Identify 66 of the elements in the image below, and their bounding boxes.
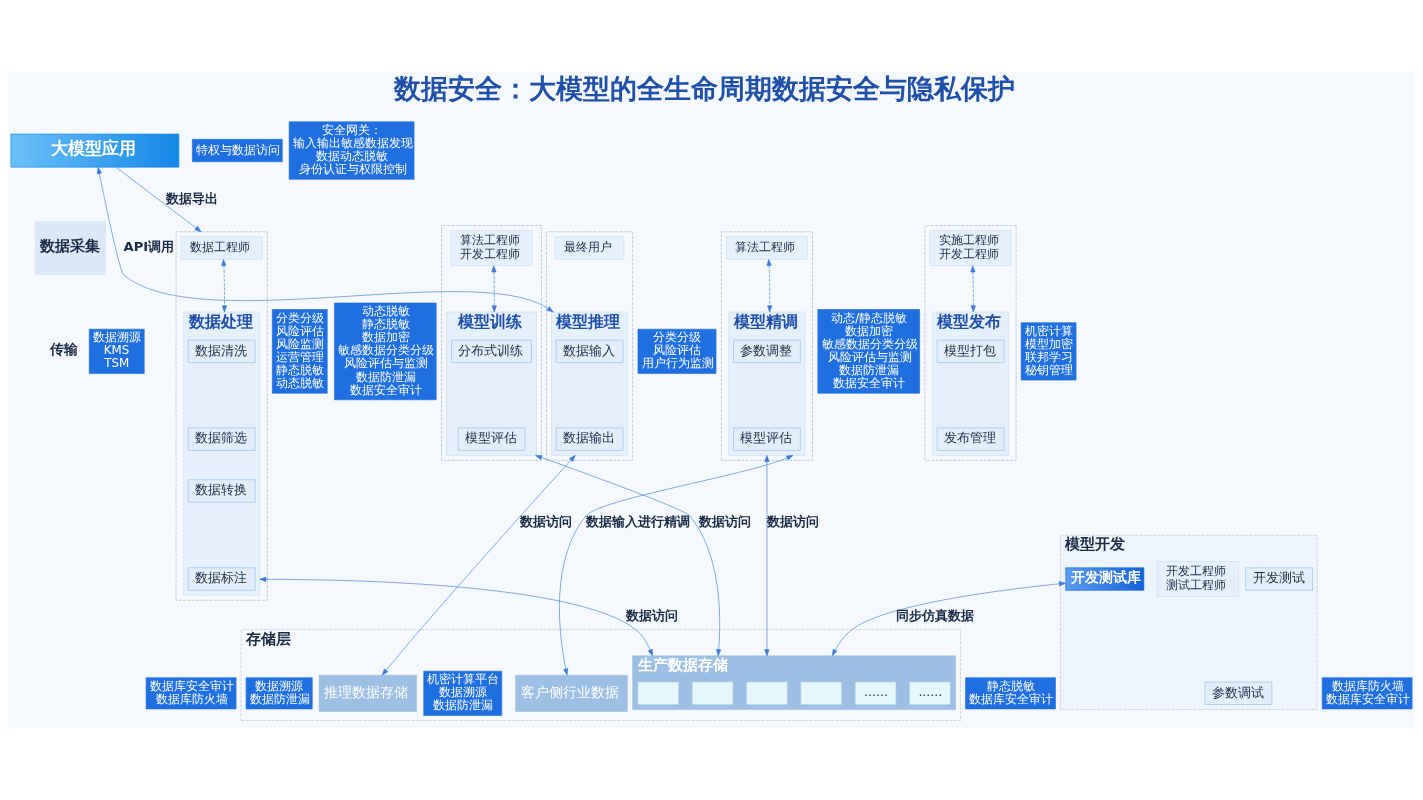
node-box: 特权与数据访问 (192, 139, 283, 163)
edge-label: API调用 (123, 238, 175, 254)
arrow (764, 455, 770, 657)
edge-label: 数据访问 (766, 513, 819, 529)
node-box: 推理数据存储 (318, 674, 417, 712)
arrow (381, 455, 576, 676)
arrow (491, 265, 497, 313)
node-box: 算法工程师 开发工程师 (450, 230, 533, 266)
node-box (800, 681, 842, 705)
node-box (637, 681, 679, 705)
edge-label: 同步仿真数据 (895, 608, 974, 624)
node-box: ...... (909, 681, 951, 705)
arrow (766, 259, 773, 313)
node-box: 数据输出 (555, 427, 624, 451)
node-box: 实施工程师 开发工程师 (929, 230, 1012, 266)
node-box: 数据工程师 (180, 236, 263, 260)
node-box: 开发测试 (1245, 567, 1313, 591)
node-box: 参数调试 (1204, 681, 1273, 705)
node-box: 分布式训练 (451, 339, 532, 363)
node-box: 发布管理 (936, 427, 1005, 451)
edge-label: 数据导出 (166, 190, 219, 206)
node-box: 模型评估 (733, 427, 801, 451)
node-box: 数据输入 (555, 339, 624, 363)
arrow (535, 455, 722, 657)
node-box: 参数调整 (733, 339, 801, 363)
node-box: 开发测试库 (1065, 567, 1145, 591)
node-box: 模型打包 (936, 339, 1005, 363)
edge-label: 数据访问 (519, 513, 572, 529)
edge-label: 数据访问 (698, 513, 751, 529)
arrow (559, 455, 794, 676)
node-box: 数据清洗 (187, 339, 256, 363)
node-box: 动态脱敏 静态脱敏 数据加密 敏感数据分类分级 风险评估与监测 数据防泄漏 数据安全审计 (334, 302, 437, 401)
node-box: 动态/静态脱敏 数据加密 敏感数据分类分级 风险评估与监测 数据防泄漏 数据安全审计 (817, 309, 920, 394)
node-box: 机密计算 模型加密 联邦学习 秘钥管理 (1020, 322, 1077, 381)
node-box: 数据采集 (34, 220, 107, 276)
node-box: 数据库安全审计 数据库防火墙 (145, 677, 237, 710)
arrow (115, 167, 202, 233)
diagram-title: 数据安全：大模型的全生命周期数据安全与隐私保护 (393, 72, 1015, 105)
node-box (692, 681, 734, 705)
node-box: 数据溯源 KMS TSM (88, 328, 145, 374)
node-box: 数据标注 (187, 567, 256, 591)
cluster (924, 225, 1017, 461)
node-box: 模型评估 (457, 427, 526, 451)
node-box: 最终用户 (554, 236, 625, 260)
arrow (259, 576, 653, 657)
node-box: 数据溯源 数据防泄漏 (245, 677, 313, 710)
node-box (746, 681, 788, 705)
node-box: 客户侧行业数据 (515, 674, 628, 712)
node-box: 分类分级 风险评估 风险监测 运营管理 静态脱敏 动态脱敏 (271, 309, 328, 394)
edge-label: 数据访问 (625, 608, 678, 624)
node-box: 算法工程师 (726, 236, 808, 260)
arrow (832, 581, 1066, 657)
node-box: 机密计算平台 数据溯源 数据防泄漏 (423, 670, 503, 716)
node-box: 数据转换 (187, 479, 256, 503)
arrow (221, 259, 227, 313)
node-box: 静态脱敏 数据库安全审计 (965, 677, 1056, 710)
node-box: 数据库防火墙 数据库安全审计 (1321, 677, 1413, 710)
node-box: 大模型应用 (10, 133, 180, 168)
node-box: ...... (855, 681, 897, 705)
node-box: 数据筛选 (187, 427, 256, 451)
arrow (970, 265, 976, 313)
edge-label: 数据输入进行精调 (585, 513, 690, 529)
node-box: 开发工程师 测试工程师 (1156, 561, 1239, 597)
node-box: 安全网关： 输入输出敏感数据发现 数据动态脱敏 身份认证与权限控制 (288, 121, 415, 180)
node-box: 分类分级 风险评估 用户行为监测 (637, 328, 717, 374)
arrow (96, 167, 554, 313)
